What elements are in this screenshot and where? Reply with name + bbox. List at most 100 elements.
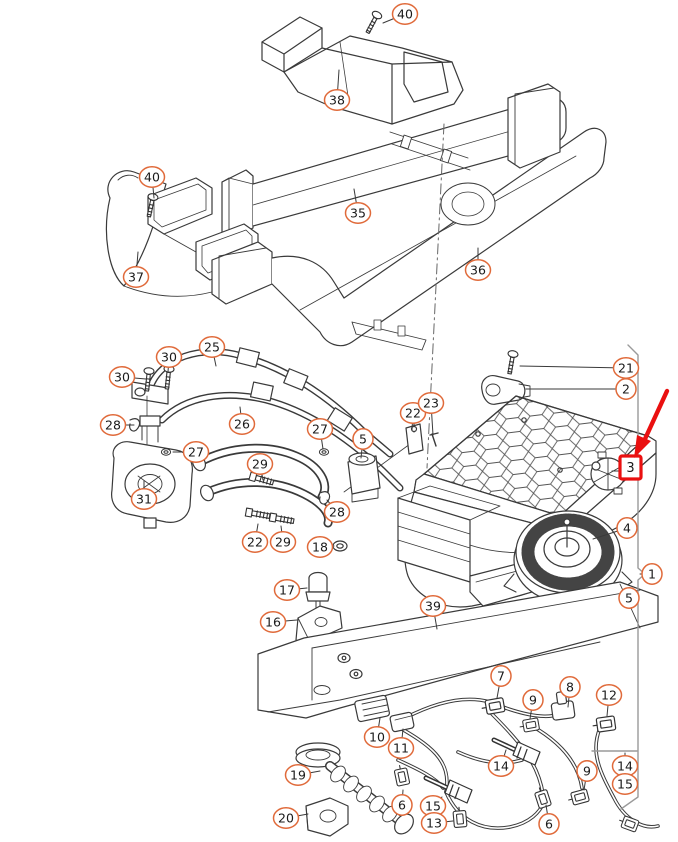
callout-28[interactable]: 28 bbox=[99, 414, 127, 436]
callout-25[interactable]: 25 bbox=[198, 336, 226, 358]
callout-36[interactable]: 36 bbox=[464, 259, 492, 281]
part-heater-valve-31 bbox=[111, 415, 193, 529]
part-drain-19 bbox=[295, 742, 414, 835]
callout-14[interactable]: 14 bbox=[487, 755, 515, 777]
callout-17[interactable]: 17 bbox=[273, 579, 301, 601]
callout-11[interactable]: 11 bbox=[387, 737, 415, 759]
callout-8[interactable]: 8 bbox=[559, 676, 581, 698]
callout-12[interactable]: 12 bbox=[595, 684, 623, 706]
callout-4[interactable]: 4 bbox=[616, 517, 638, 539]
svg-text:10: 10 bbox=[369, 730, 385, 745]
svg-text:27: 27 bbox=[188, 445, 204, 460]
callout-9[interactable]: 9 bbox=[522, 689, 544, 711]
svg-text:5: 5 bbox=[625, 591, 633, 606]
svg-text:14: 14 bbox=[617, 759, 633, 774]
part-duct-38 bbox=[261, 16, 464, 125]
callout-18[interactable]: 18 bbox=[306, 536, 334, 558]
callout-6[interactable]: 6 bbox=[391, 794, 413, 816]
svg-text:9: 9 bbox=[583, 764, 591, 779]
callout-27[interactable]: 27 bbox=[306, 418, 334, 440]
svg-text:30: 30 bbox=[161, 350, 177, 365]
svg-text:39: 39 bbox=[425, 599, 441, 614]
svg-text:9: 9 bbox=[529, 693, 537, 708]
part-pipes-25-26 bbox=[131, 347, 404, 492]
callout-1[interactable]: 1 bbox=[641, 563, 663, 585]
svg-text:27: 27 bbox=[312, 422, 328, 437]
svg-text:19: 19 bbox=[290, 768, 306, 783]
callout-13[interactable]: 13 bbox=[420, 812, 448, 834]
callout-39[interactable]: 39 bbox=[419, 595, 447, 617]
callout-21[interactable]: 21 bbox=[612, 357, 640, 379]
callout-20[interactable]: 20 bbox=[272, 807, 300, 829]
callout-19[interactable]: 19 bbox=[284, 764, 312, 786]
svg-text:17: 17 bbox=[279, 583, 295, 598]
callout-9[interactable]: 9 bbox=[576, 760, 598, 782]
svg-text:4: 4 bbox=[623, 521, 631, 536]
svg-text:16: 16 bbox=[265, 615, 281, 630]
callout-38[interactable]: 38 bbox=[323, 89, 351, 111]
svg-text:28: 28 bbox=[329, 505, 345, 520]
callout-35[interactable]: 35 bbox=[344, 202, 372, 224]
part-sensor-17 bbox=[305, 571, 331, 611]
svg-text:26: 26 bbox=[234, 417, 250, 432]
svg-text:31: 31 bbox=[136, 492, 152, 507]
svg-text:36: 36 bbox=[470, 263, 486, 278]
svg-text:6: 6 bbox=[545, 817, 553, 832]
callout-10[interactable]: 10 bbox=[363, 726, 391, 748]
callout-30[interactable]: 30 bbox=[108, 366, 136, 388]
svg-text:28: 28 bbox=[105, 418, 121, 433]
callout-37[interactable]: 37 bbox=[122, 266, 150, 288]
svg-text:15: 15 bbox=[425, 799, 441, 814]
callout-22[interactable]: 22 bbox=[241, 531, 269, 553]
callout-3-highlighted[interactable]: 3 bbox=[618, 454, 643, 481]
svg-text:30: 30 bbox=[114, 370, 130, 385]
svg-text:40: 40 bbox=[397, 7, 413, 22]
callout-16[interactable]: 16 bbox=[259, 611, 287, 633]
part-small-fixings bbox=[129, 418, 439, 552]
svg-text:7: 7 bbox=[497, 669, 505, 684]
svg-text:11: 11 bbox=[393, 741, 409, 756]
svg-text:14: 14 bbox=[493, 759, 509, 774]
callout-29[interactable]: 29 bbox=[269, 531, 297, 553]
callout-28[interactable]: 28 bbox=[323, 501, 351, 523]
callout-5[interactable]: 5 bbox=[618, 587, 640, 609]
svg-text:6: 6 bbox=[398, 798, 406, 813]
svg-text:8: 8 bbox=[566, 680, 574, 695]
svg-text:40: 40 bbox=[144, 170, 160, 185]
callout-26[interactable]: 26 bbox=[228, 413, 256, 435]
callout-27[interactable]: 27 bbox=[182, 441, 210, 463]
callout-7[interactable]: 7 bbox=[490, 665, 512, 687]
svg-text:20: 20 bbox=[278, 811, 294, 826]
svg-text:3: 3 bbox=[626, 461, 634, 476]
svg-text:18: 18 bbox=[312, 540, 328, 555]
svg-text:21: 21 bbox=[618, 361, 634, 376]
svg-text:35: 35 bbox=[350, 206, 366, 221]
svg-text:1: 1 bbox=[648, 567, 656, 582]
svg-text:29: 29 bbox=[275, 535, 291, 550]
svg-text:37: 37 bbox=[128, 270, 144, 285]
callout-29[interactable]: 29 bbox=[246, 453, 274, 475]
callout-40[interactable]: 40 bbox=[138, 166, 166, 188]
highlight-arrow bbox=[634, 388, 670, 458]
svg-text:22: 22 bbox=[405, 406, 421, 421]
svg-text:15: 15 bbox=[617, 777, 633, 792]
svg-text:12: 12 bbox=[601, 688, 617, 703]
svg-text:23: 23 bbox=[423, 396, 439, 411]
callout-30[interactable]: 30 bbox=[155, 346, 183, 368]
callout-23[interactable]: 23 bbox=[417, 392, 445, 414]
svg-text:22: 22 bbox=[247, 535, 263, 550]
part-screw-21 bbox=[504, 349, 520, 376]
callout-40[interactable]: 40 bbox=[391, 3, 419, 25]
svg-text:29: 29 bbox=[252, 457, 268, 472]
callout-2[interactable]: 2 bbox=[615, 378, 637, 400]
callout-31[interactable]: 31 bbox=[130, 488, 158, 510]
callout-5[interactable]: 5 bbox=[352, 428, 374, 450]
svg-text:38: 38 bbox=[329, 93, 345, 108]
part-harness bbox=[354, 691, 660, 833]
callout-15[interactable]: 15 bbox=[611, 773, 639, 795]
svg-text:13: 13 bbox=[426, 816, 442, 831]
callout-6[interactable]: 6 bbox=[538, 813, 560, 835]
